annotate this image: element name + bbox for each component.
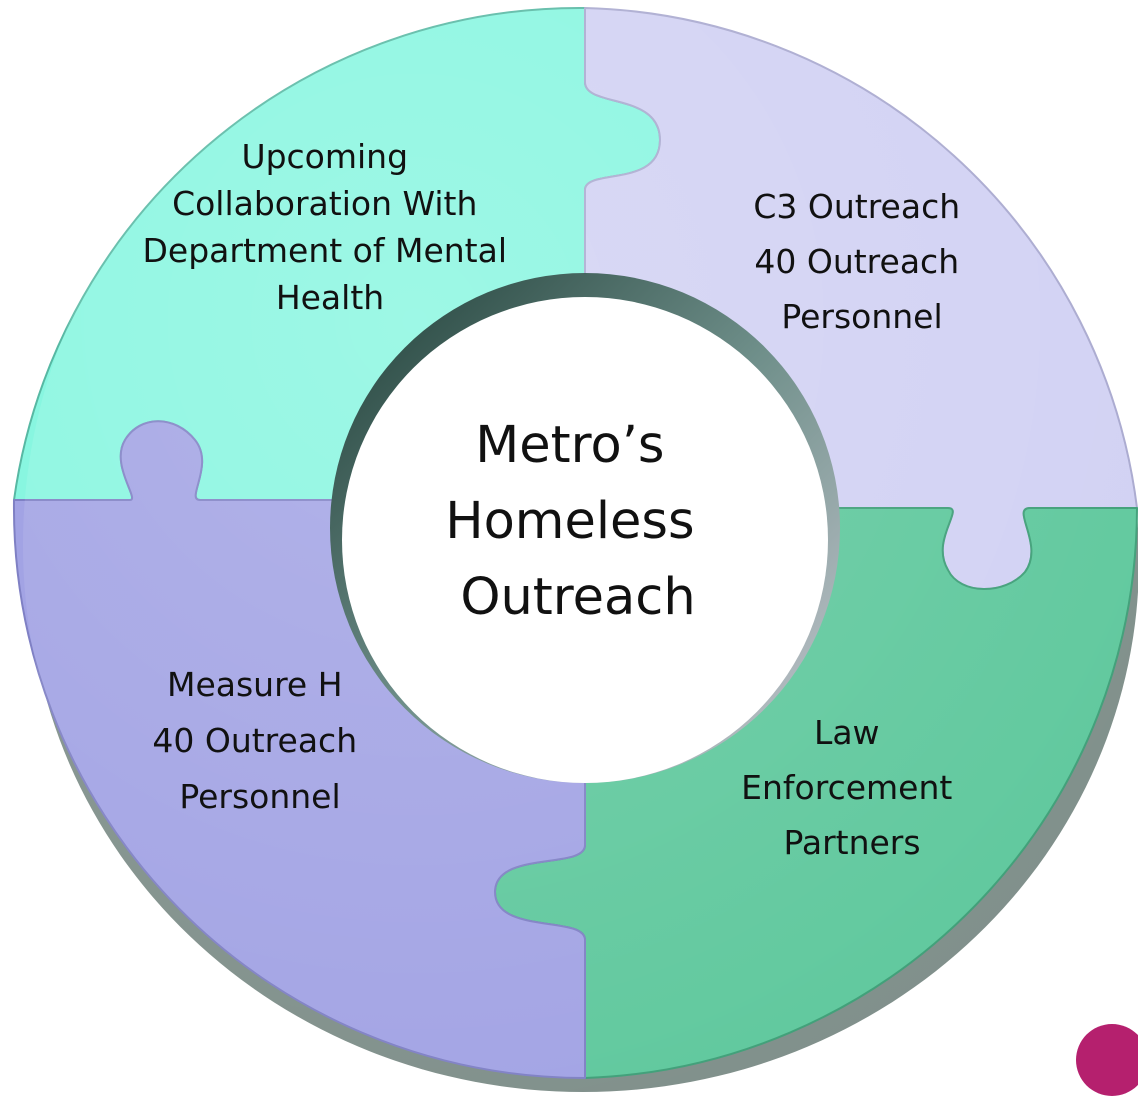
label-bottom-left: Measure H 40 Outreach Personnel [152, 665, 367, 816]
label-line: 40 Outreach [754, 242, 959, 281]
label-line: Department of Mental [143, 231, 508, 270]
label-line: Enforcement [741, 768, 952, 807]
label-line: Personnel [179, 777, 340, 816]
label-line: Law [814, 713, 880, 752]
center-title-line: Homeless [445, 492, 694, 551]
center-title-line: Outreach [460, 568, 695, 627]
center-title-line: Metro’s [475, 416, 664, 475]
label-line: Partners [783, 823, 920, 862]
label-line: C3 Outreach [753, 187, 960, 226]
label-bottom-right: Law Enforcement Partners [741, 713, 963, 862]
label-line: 40 Outreach [152, 721, 357, 760]
label-line: Personnel [781, 297, 942, 336]
center-title: Metro’s Homeless Outreach [445, 416, 711, 627]
pushpin-head [1076, 1024, 1138, 1096]
label-line: Health [276, 278, 384, 317]
label-line: Collaboration With [172, 184, 477, 223]
label-top-left: Upcoming Collaboration With Department o… [143, 137, 518, 317]
label-line: Measure H [167, 665, 343, 704]
label-line: Upcoming [241, 137, 408, 176]
label-top-right: C3 Outreach 40 Outreach Personnel [753, 187, 970, 336]
pushpin-icon [1076, 1024, 1138, 1096]
center-circle [342, 297, 828, 783]
